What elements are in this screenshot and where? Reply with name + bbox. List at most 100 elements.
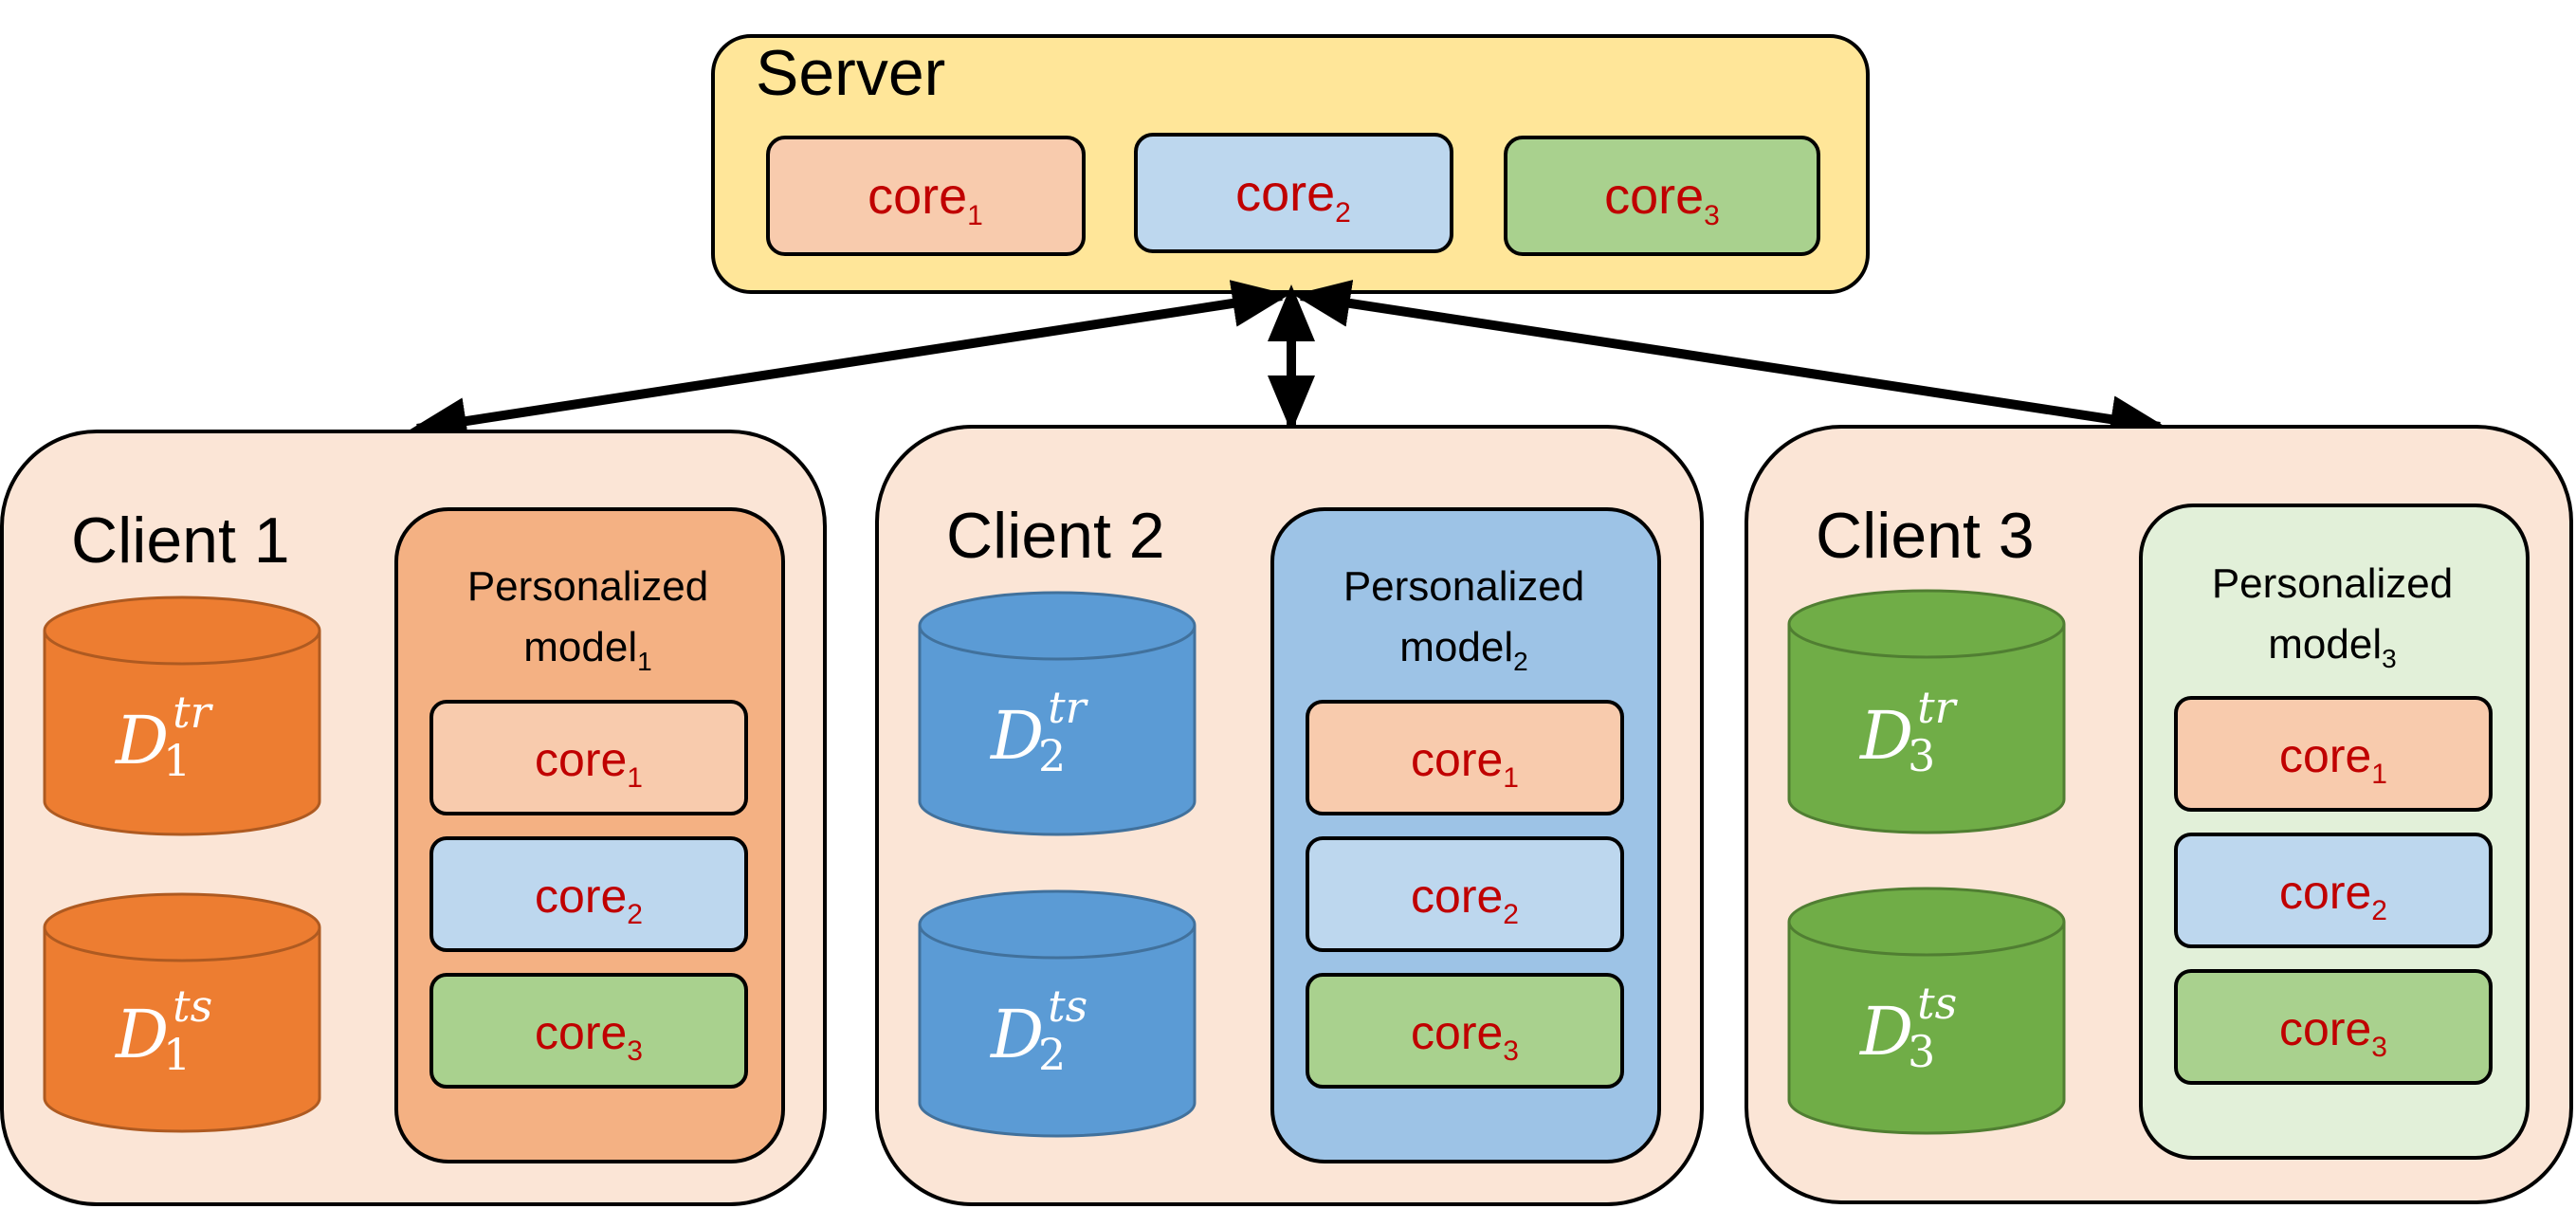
svg-text:core3: core3 <box>2279 1002 2387 1063</box>
client-1-core-2-index: 2 <box>627 899 643 930</box>
client-1-test-sub: 1 <box>163 1029 191 1080</box>
server-core-3-index: 3 <box>1704 200 1720 231</box>
client-1-train-sub: 1 <box>163 735 191 786</box>
client-1-train-symbol: D <box>114 702 169 779</box>
client-3-train-sup: tr <box>1917 682 1958 733</box>
client-2-train-sup: tr <box>1048 682 1088 733</box>
client-2-model-name: model <box>1399 624 1513 670</box>
client-1-train-sup: tr <box>173 687 213 738</box>
client-2-test-symbol: D <box>989 996 1044 1073</box>
client-2-test-sup: ts <box>1048 980 1087 1032</box>
server-core-1-index: 1 <box>967 200 983 231</box>
client-1-core-2: core2 <box>429 836 748 952</box>
client-3-core-2-index: 2 <box>2371 895 2387 926</box>
database-cylinder-icon <box>918 889 1197 1138</box>
client-2-test-dataset: Dts 2 <box>918 889 1197 1138</box>
client-1-test-sup: ts <box>173 980 212 1032</box>
arrow-server-client-1 <box>410 280 1289 445</box>
svg-text:Dts: Dts <box>114 980 212 1073</box>
client-1-core-2-label: core <box>535 870 627 923</box>
client-1-core-3-label: core <box>535 1006 627 1059</box>
server-title: Server <box>756 37 945 109</box>
server-core-3-label: core <box>1604 168 1704 225</box>
client-3-test-symbol: D <box>1858 993 1913 1071</box>
server-core-1-label: core <box>868 168 967 225</box>
svg-text:core1: core1 <box>868 168 983 231</box>
client-2-box: Client 2 Dtr 2 Dts 2 Personalized model2 <box>875 425 1704 1206</box>
client-3-test-sup: ts <box>1917 978 1957 1029</box>
svg-text:model1: model1 <box>523 624 651 676</box>
svg-text:core3: core3 <box>1411 1006 1519 1067</box>
client-2-core-1-label: core <box>1411 733 1503 786</box>
client-2-core-1-index: 1 <box>1503 762 1519 794</box>
svg-text:core1: core1 <box>1411 733 1519 794</box>
client-1-core-1: core1 <box>429 700 748 815</box>
client-2-core-3: core3 <box>1306 973 1624 1089</box>
communication-arrows <box>410 280 2167 445</box>
client-2-core-3-label: core <box>1411 1006 1503 1059</box>
client-1-core-3: core3 <box>429 973 748 1089</box>
client-1-core-1-index: 1 <box>627 762 643 794</box>
server-core-3: core3 <box>1504 136 1820 256</box>
client-2-core-2: core2 <box>1306 836 1624 952</box>
client-3-core-1: core1 <box>2174 696 2493 812</box>
client-3-core-3-label: core <box>2279 1002 2371 1055</box>
client-2-title: Client 2 <box>946 500 1165 572</box>
client-3-model-index: 3 <box>2382 644 2397 673</box>
svg-text:core3: core3 <box>535 1006 643 1067</box>
client-3-model-name: model <box>2268 621 2382 668</box>
server-core-1: core1 <box>766 136 1086 256</box>
server-box: Server core1 core2 core3 <box>711 34 1870 294</box>
svg-text:core2: core2 <box>2279 866 2387 926</box>
svg-text:core1: core1 <box>535 733 643 794</box>
client-2-test-sub: 2 <box>1038 1029 1066 1080</box>
database-cylinder-icon <box>43 892 321 1133</box>
client-3-core-1-index: 1 <box>2371 759 2387 790</box>
svg-text:core1: core1 <box>2279 729 2387 790</box>
svg-text:model2: model2 <box>1399 624 1527 676</box>
client-2-train-dataset: Dtr 2 <box>918 591 1197 836</box>
client-1-model-title: Personalized <box>467 563 708 610</box>
client-3-core-3-index: 3 <box>2371 1032 2387 1063</box>
client-3-personalized-model: Personalized model3 core1 core2 core3 <box>2139 504 2530 1160</box>
client-2-core-2-label: core <box>1411 870 1503 923</box>
database-cylinder-icon <box>1787 887 2066 1135</box>
svg-text:core3: core3 <box>1604 168 1720 231</box>
client-3-core-2: core2 <box>2174 833 2493 948</box>
svg-text:Dtr: Dtr <box>1858 682 1959 775</box>
server-core-2: core2 <box>1134 133 1453 253</box>
client-3-core-2-label: core <box>2279 866 2371 919</box>
svg-text:core2: core2 <box>535 870 643 930</box>
client-3-test-dataset: Dts 3 <box>1787 887 2066 1135</box>
svg-text:core2: core2 <box>1235 165 1351 229</box>
client-1-train-dataset: Dtr 1 <box>43 595 321 836</box>
client-1-core-3-index: 3 <box>627 1035 643 1067</box>
server-core-2-label: core <box>1235 165 1335 222</box>
client-1-box: Client 1 Dtr 1 Dts 1 Personalized model1 <box>0 430 827 1206</box>
client-3-core-3: core3 <box>2174 969 2493 1085</box>
client-1-personalized-model: Personalized model1 core1 core2 core3 <box>394 507 785 1163</box>
arrow-server-client-3 <box>1293 280 2167 443</box>
server-core-2-index: 2 <box>1335 197 1351 229</box>
client-1-title: Client 1 <box>71 504 290 577</box>
database-cylinder-icon <box>43 595 321 836</box>
client-1-model-name: model <box>523 624 637 670</box>
database-cylinder-icon <box>1787 589 2066 834</box>
client-3-core-1-label: core <box>2279 729 2371 782</box>
client-1-core-1-label: core <box>535 733 627 786</box>
client-2-core-3-index: 3 <box>1503 1035 1519 1067</box>
client-2-core-1: core1 <box>1306 700 1624 815</box>
client-2-train-sub: 2 <box>1038 730 1066 781</box>
client-3-box: Client 3 Dtr 3 Dts 3 Personalized model3 <box>1745 425 2573 1204</box>
client-1-test-symbol: D <box>114 996 169 1073</box>
client-2-core-2-index: 2 <box>1503 899 1519 930</box>
client-3-train-dataset: Dtr 3 <box>1787 589 2066 834</box>
client-1-test-dataset: Dts 1 <box>43 892 321 1133</box>
client-3-test-sub: 3 <box>1908 1026 1935 1077</box>
svg-text:core2: core2 <box>1411 870 1519 930</box>
svg-text:Dts: Dts <box>989 980 1087 1073</box>
svg-text:Dts: Dts <box>1858 978 1957 1071</box>
svg-text:Dtr: Dtr <box>114 687 214 779</box>
database-cylinder-icon <box>918 591 1197 836</box>
